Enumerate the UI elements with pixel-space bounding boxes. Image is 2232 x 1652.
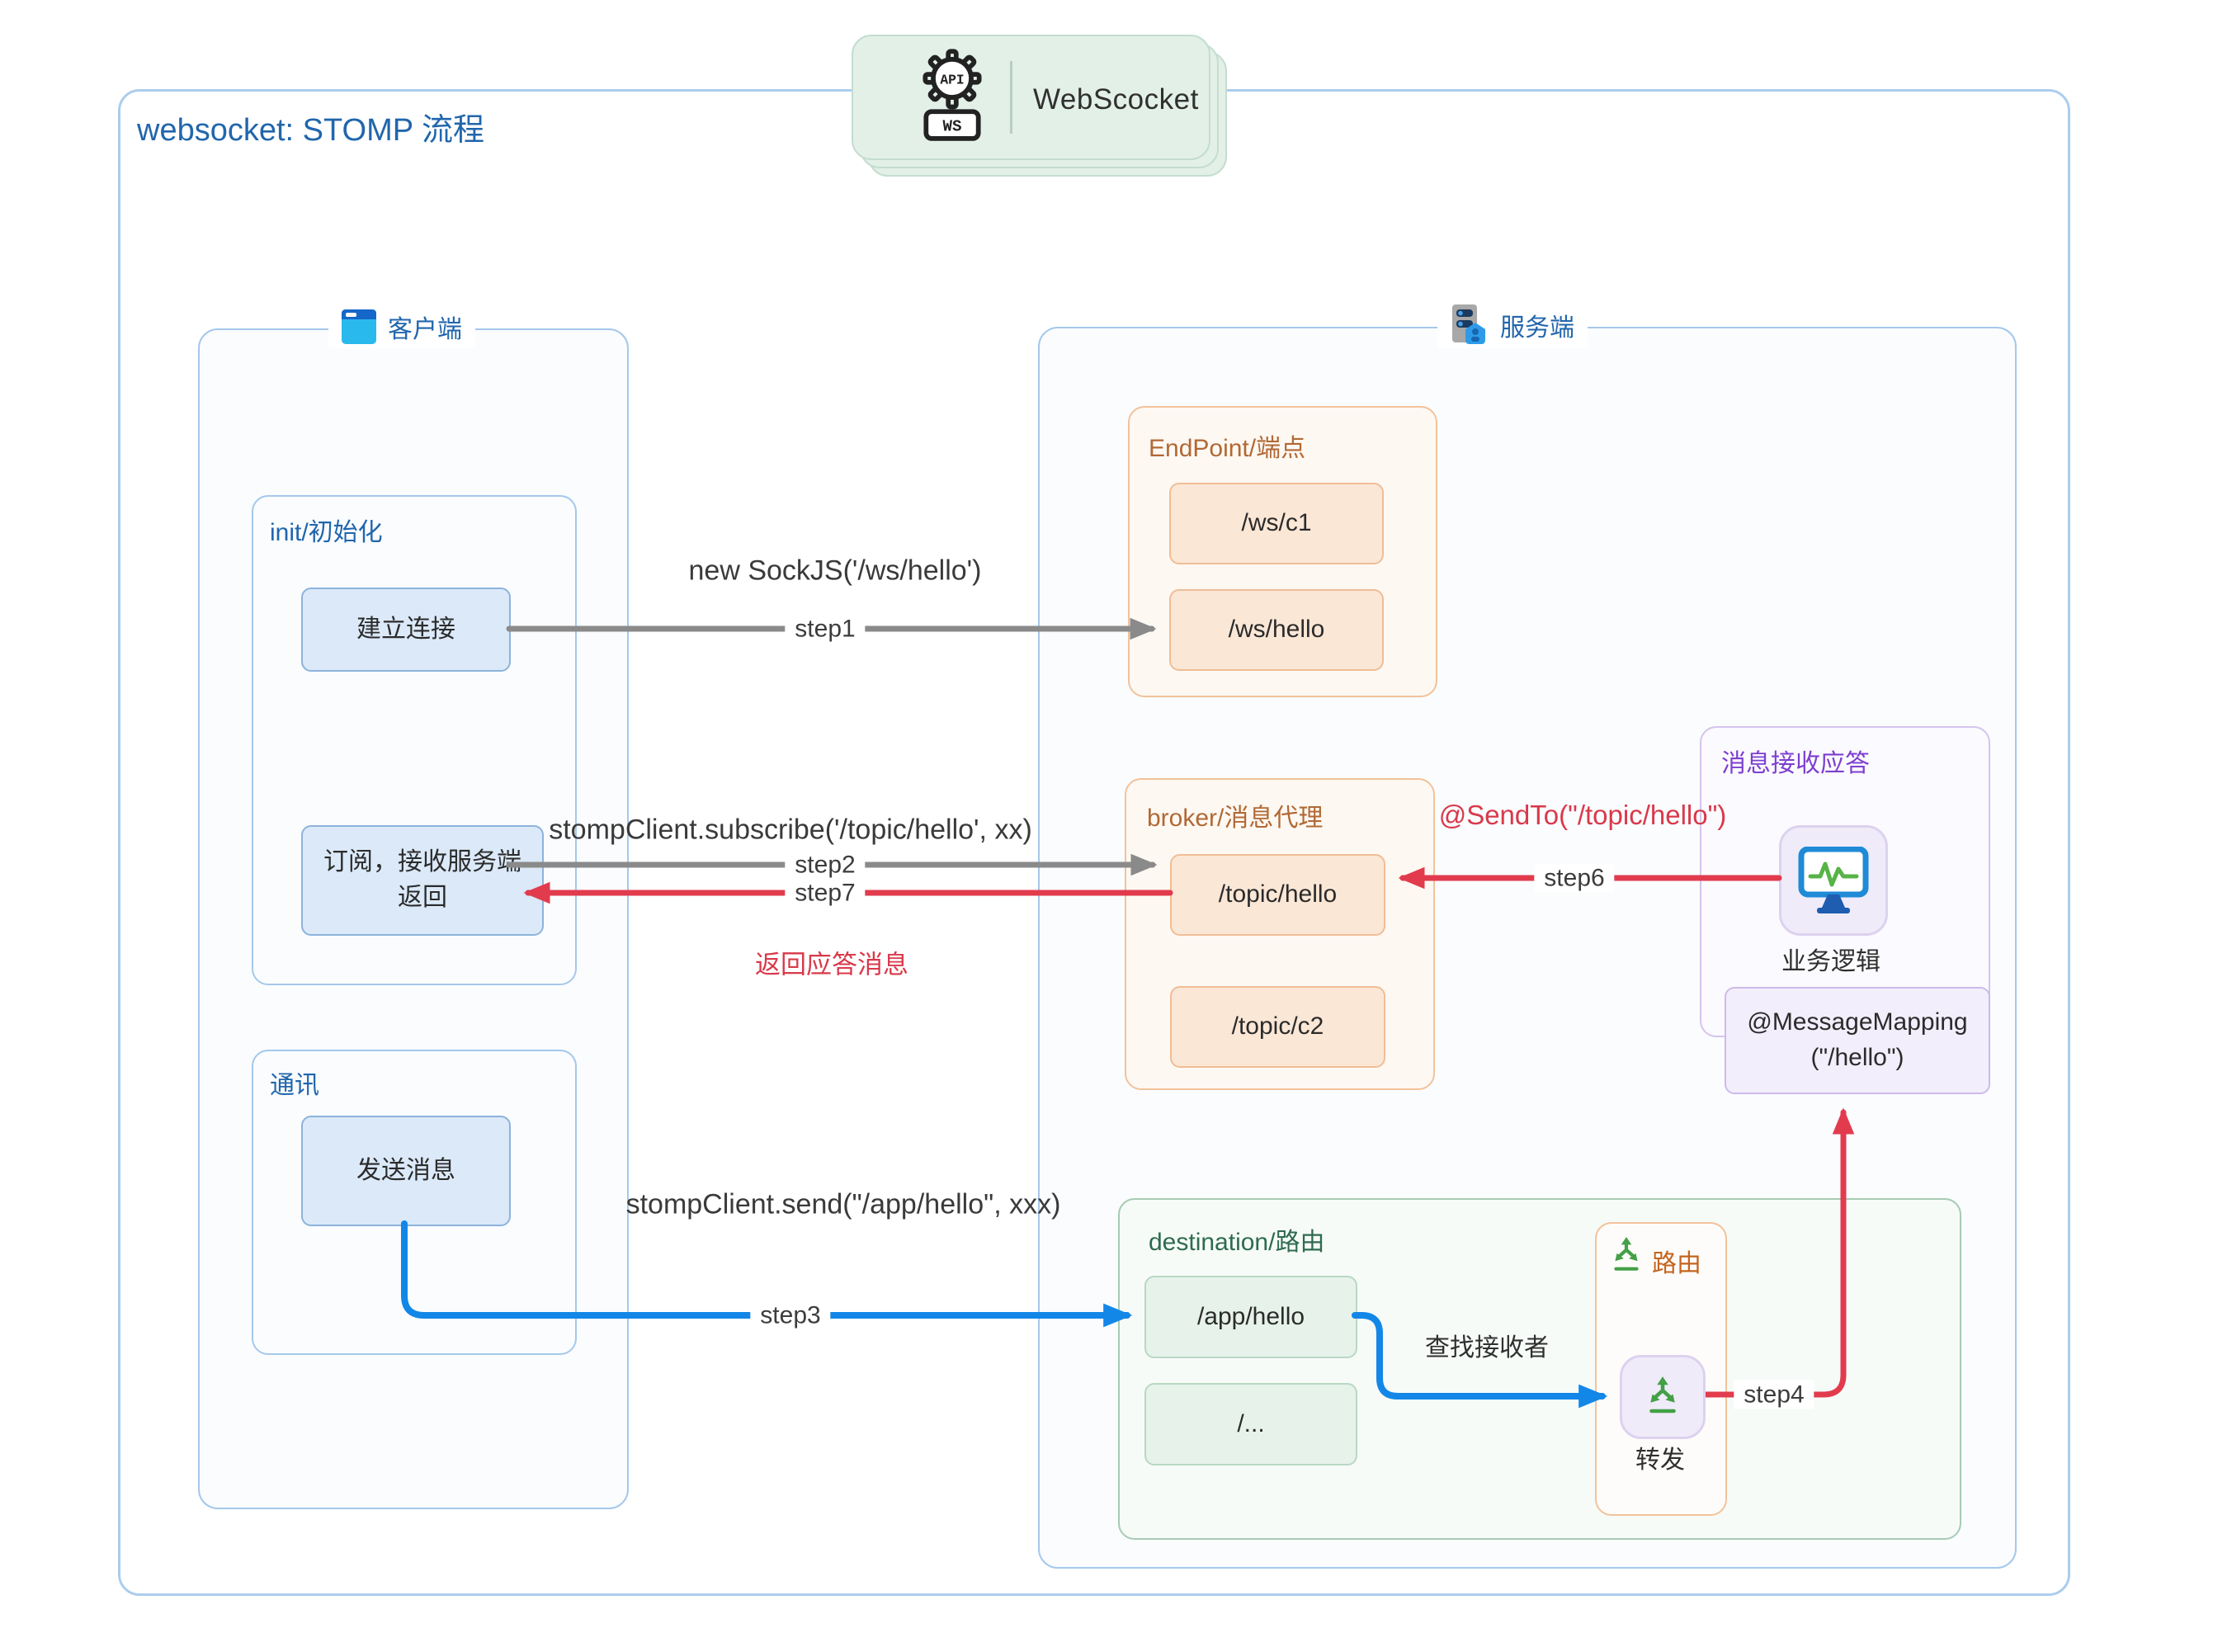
endpoint-group-label: EndPoint/端点 [1149, 435, 1306, 462]
message-mapping-node: @MessageMapping("/hello") [1725, 987, 1990, 1094]
monitor-icon [1797, 847, 1870, 914]
ws-hello-node: /ws/hello [1169, 589, 1384, 671]
client-label: 客户端 [328, 305, 475, 348]
step3-label: step3 [750, 1300, 831, 1330]
init-group-label: init/初始化 [270, 519, 383, 546]
header-card-title: WebScocket [1033, 83, 1199, 116]
server-icon [1451, 304, 1489, 346]
header-card: API WS WebScocket [852, 35, 1210, 160]
browser-icon [342, 309, 376, 344]
topic-c2-node: /topic/c2 [1170, 986, 1385, 1068]
step1-annotation: new SockJS('/ws/hello') [688, 555, 982, 587]
svg-text:API: API [940, 73, 964, 88]
reply-group-label: 消息接收应答 [1721, 750, 1870, 777]
api-ws-gear-icon: API WS [913, 48, 992, 149]
comm-group-label: 通讯 [270, 1072, 319, 1099]
svg-text:WS: WS [942, 117, 961, 135]
ws-c1-node: /ws/c1 [1169, 483, 1384, 564]
forward-tile [1620, 1355, 1706, 1439]
send-node: 发送消息 [301, 1116, 511, 1226]
topic-hello-node: /topic/hello [1170, 854, 1385, 936]
connect-node: 建立连接 [301, 588, 511, 672]
broker-group-label: broker/消息代理 [1147, 805, 1324, 832]
step7-label: step7 [785, 878, 866, 908]
diagram-title: websocket: STOMP 流程 [137, 113, 484, 148]
subscribe-node: 订阅，接收服务端返回 [301, 825, 544, 936]
find-receiver-label: 查找接收者 [1425, 1334, 1549, 1362]
destination-group-label: destination/路由 [1149, 1229, 1325, 1256]
business-logic-label: 业务逻辑 [1781, 948, 1880, 975]
step2-annotation: stompClient.subscribe('/topic/hello', xx… [549, 814, 1032, 846]
forward-label: 转发 [1635, 1447, 1685, 1474]
app-hello-node: /app/hello [1144, 1276, 1357, 1358]
step4-label: step4 [1734, 1380, 1814, 1409]
client-label-text: 客户端 [388, 316, 462, 343]
business-logic-tile [1779, 825, 1888, 936]
step2-label: step2 [785, 850, 866, 880]
step6-annotation: @SendTo("/topic/hello") [1438, 800, 1727, 830]
forward-split-icon [1645, 1376, 1681, 1418]
step6-label: step6 [1534, 863, 1615, 893]
route-box-label: 路由 [1652, 1250, 1701, 1277]
step7-annotation: 返回应答消息 [755, 950, 908, 979]
wildcard-node: /... [1144, 1383, 1357, 1466]
step3-annotation: stompClient.send("/app/hello", xxx) [625, 1188, 1061, 1220]
server-label-text: 服务端 [1500, 314, 1574, 342]
server-label: 服务端 [1437, 302, 1588, 348]
card-divider [1010, 61, 1012, 134]
route-split-icon [1610, 1236, 1643, 1280]
step1-label: step1 [785, 614, 866, 644]
